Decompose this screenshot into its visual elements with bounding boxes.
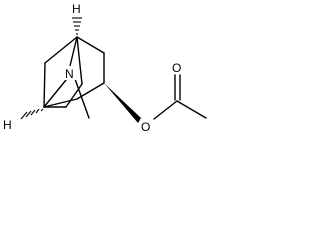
- bond-o-carbonyl-c: [153, 100, 178, 120]
- bond-n-c5: [43, 79, 67, 108]
- bond-c1-c2: [76, 36, 105, 54]
- bond-c5-c4: [43, 98, 78, 108]
- bond-network: [43, 36, 105, 119]
- atom-label-ester-oxygen: O: [141, 120, 150, 134]
- atom-label-carbonyl-oxygen: O: [172, 61, 181, 75]
- bond-n-methyl: [74, 78, 90, 119]
- atom-label-hydrogen-left: H: [3, 118, 12, 132]
- bond-c7-c8: [65, 83, 83, 108]
- wedge-bond-c3-o: [104, 83, 141, 123]
- acetate-group: [153, 74, 207, 120]
- bond-c1-c6: [44, 36, 78, 64]
- bond-carbonyl-methyl: [176, 100, 207, 119]
- molecule-structure: N O O H H: [3, 2, 207, 134]
- bond-c8-c1: [76, 36, 83, 85]
- atom-label-nitrogen: N: [65, 67, 74, 81]
- atom-label-hydrogen-top: H: [72, 2, 81, 16]
- hash-bond-c1-h: [72, 17, 82, 35]
- bond-c1-n: [69, 36, 78, 67]
- bond-c6-c5: [43, 62, 46, 108]
- hash-bond-c5-h: [20, 108, 44, 120]
